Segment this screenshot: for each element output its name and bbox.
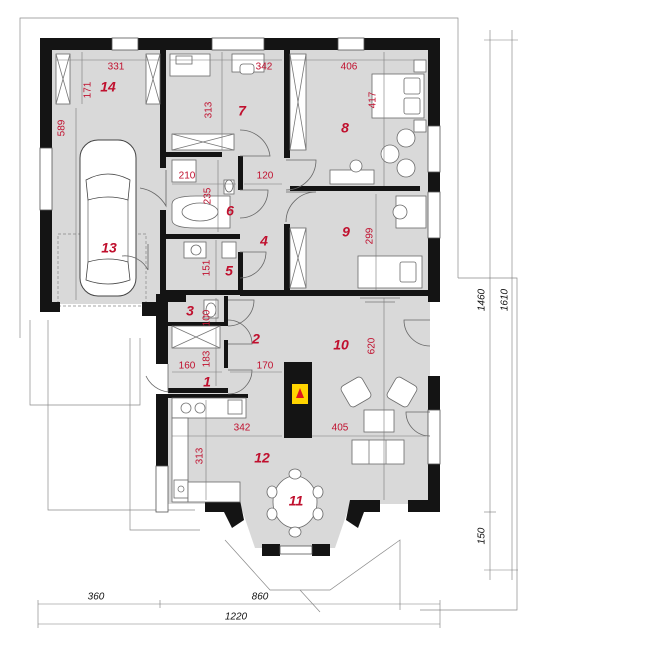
room-number-4: 4	[259, 233, 268, 249]
dim-860: 860	[252, 592, 269, 603]
wardrobes	[55, 53, 307, 349]
door-swings	[121, 129, 431, 437]
dim-342-top: 342	[256, 62, 273, 73]
dim-406: 406	[341, 62, 358, 73]
room-number-11: 11	[289, 493, 304, 509]
dim-1220: 1220	[225, 612, 248, 623]
dim-620: 620	[367, 337, 378, 354]
dim-313-top: 313	[204, 101, 215, 118]
dim-313-bottom: 313	[195, 447, 206, 464]
dim-100: 100	[202, 309, 213, 326]
dim-160: 160	[179, 361, 196, 372]
dim-235: 235	[203, 187, 214, 204]
dim-1460: 1460	[477, 288, 488, 311]
dim-171: 171	[83, 81, 94, 98]
dim-210: 210	[179, 171, 196, 182]
fireplace	[292, 384, 308, 404]
dim-151: 151	[202, 259, 213, 276]
dim-150: 150	[477, 527, 488, 544]
room-number-12: 12	[254, 450, 270, 466]
dim-589: 589	[57, 119, 68, 136]
room-number-13: 13	[101, 240, 117, 256]
windows	[39, 37, 441, 555]
dim-170: 170	[257, 361, 274, 372]
room-number-7: 7	[238, 103, 247, 119]
internal-dimensions: 331 342 406 171 589 313 417 210 120 235 …	[57, 62, 379, 465]
dim-417: 417	[368, 91, 379, 108]
room-number-2: 2	[251, 331, 260, 347]
dim-342-bottom: 342	[234, 423, 251, 434]
terrace-outlines	[19, 17, 518, 613]
room-number-3: 3	[186, 303, 194, 319]
room-number-8: 8	[341, 120, 349, 136]
room-number-9: 9	[342, 224, 350, 240]
dim-405: 405	[332, 423, 349, 434]
walls	[40, 38, 440, 556]
dim-1610: 1610	[500, 288, 511, 311]
dim-120: 120	[257, 171, 274, 182]
dim-331: 331	[108, 62, 125, 73]
room-number-5: 5	[225, 263, 233, 279]
room-labels: 1 2 3 4 5 6 7 8 9 10 11 12 13 14	[100, 79, 350, 509]
room-number-14: 14	[100, 79, 116, 95]
room-number-10: 10	[333, 337, 349, 353]
room-number-6: 6	[226, 203, 234, 219]
car	[79, 139, 137, 297]
dim-360: 360	[88, 592, 105, 603]
external-dimension-chains: 360 860 1220 1460 1610 150	[37, 30, 518, 628]
internal-dimension-lines	[56, 52, 426, 500]
room-number-1: 1	[203, 374, 211, 390]
dim-183: 183	[202, 350, 213, 367]
dim-299: 299	[365, 227, 376, 244]
furniture	[79, 53, 427, 538]
